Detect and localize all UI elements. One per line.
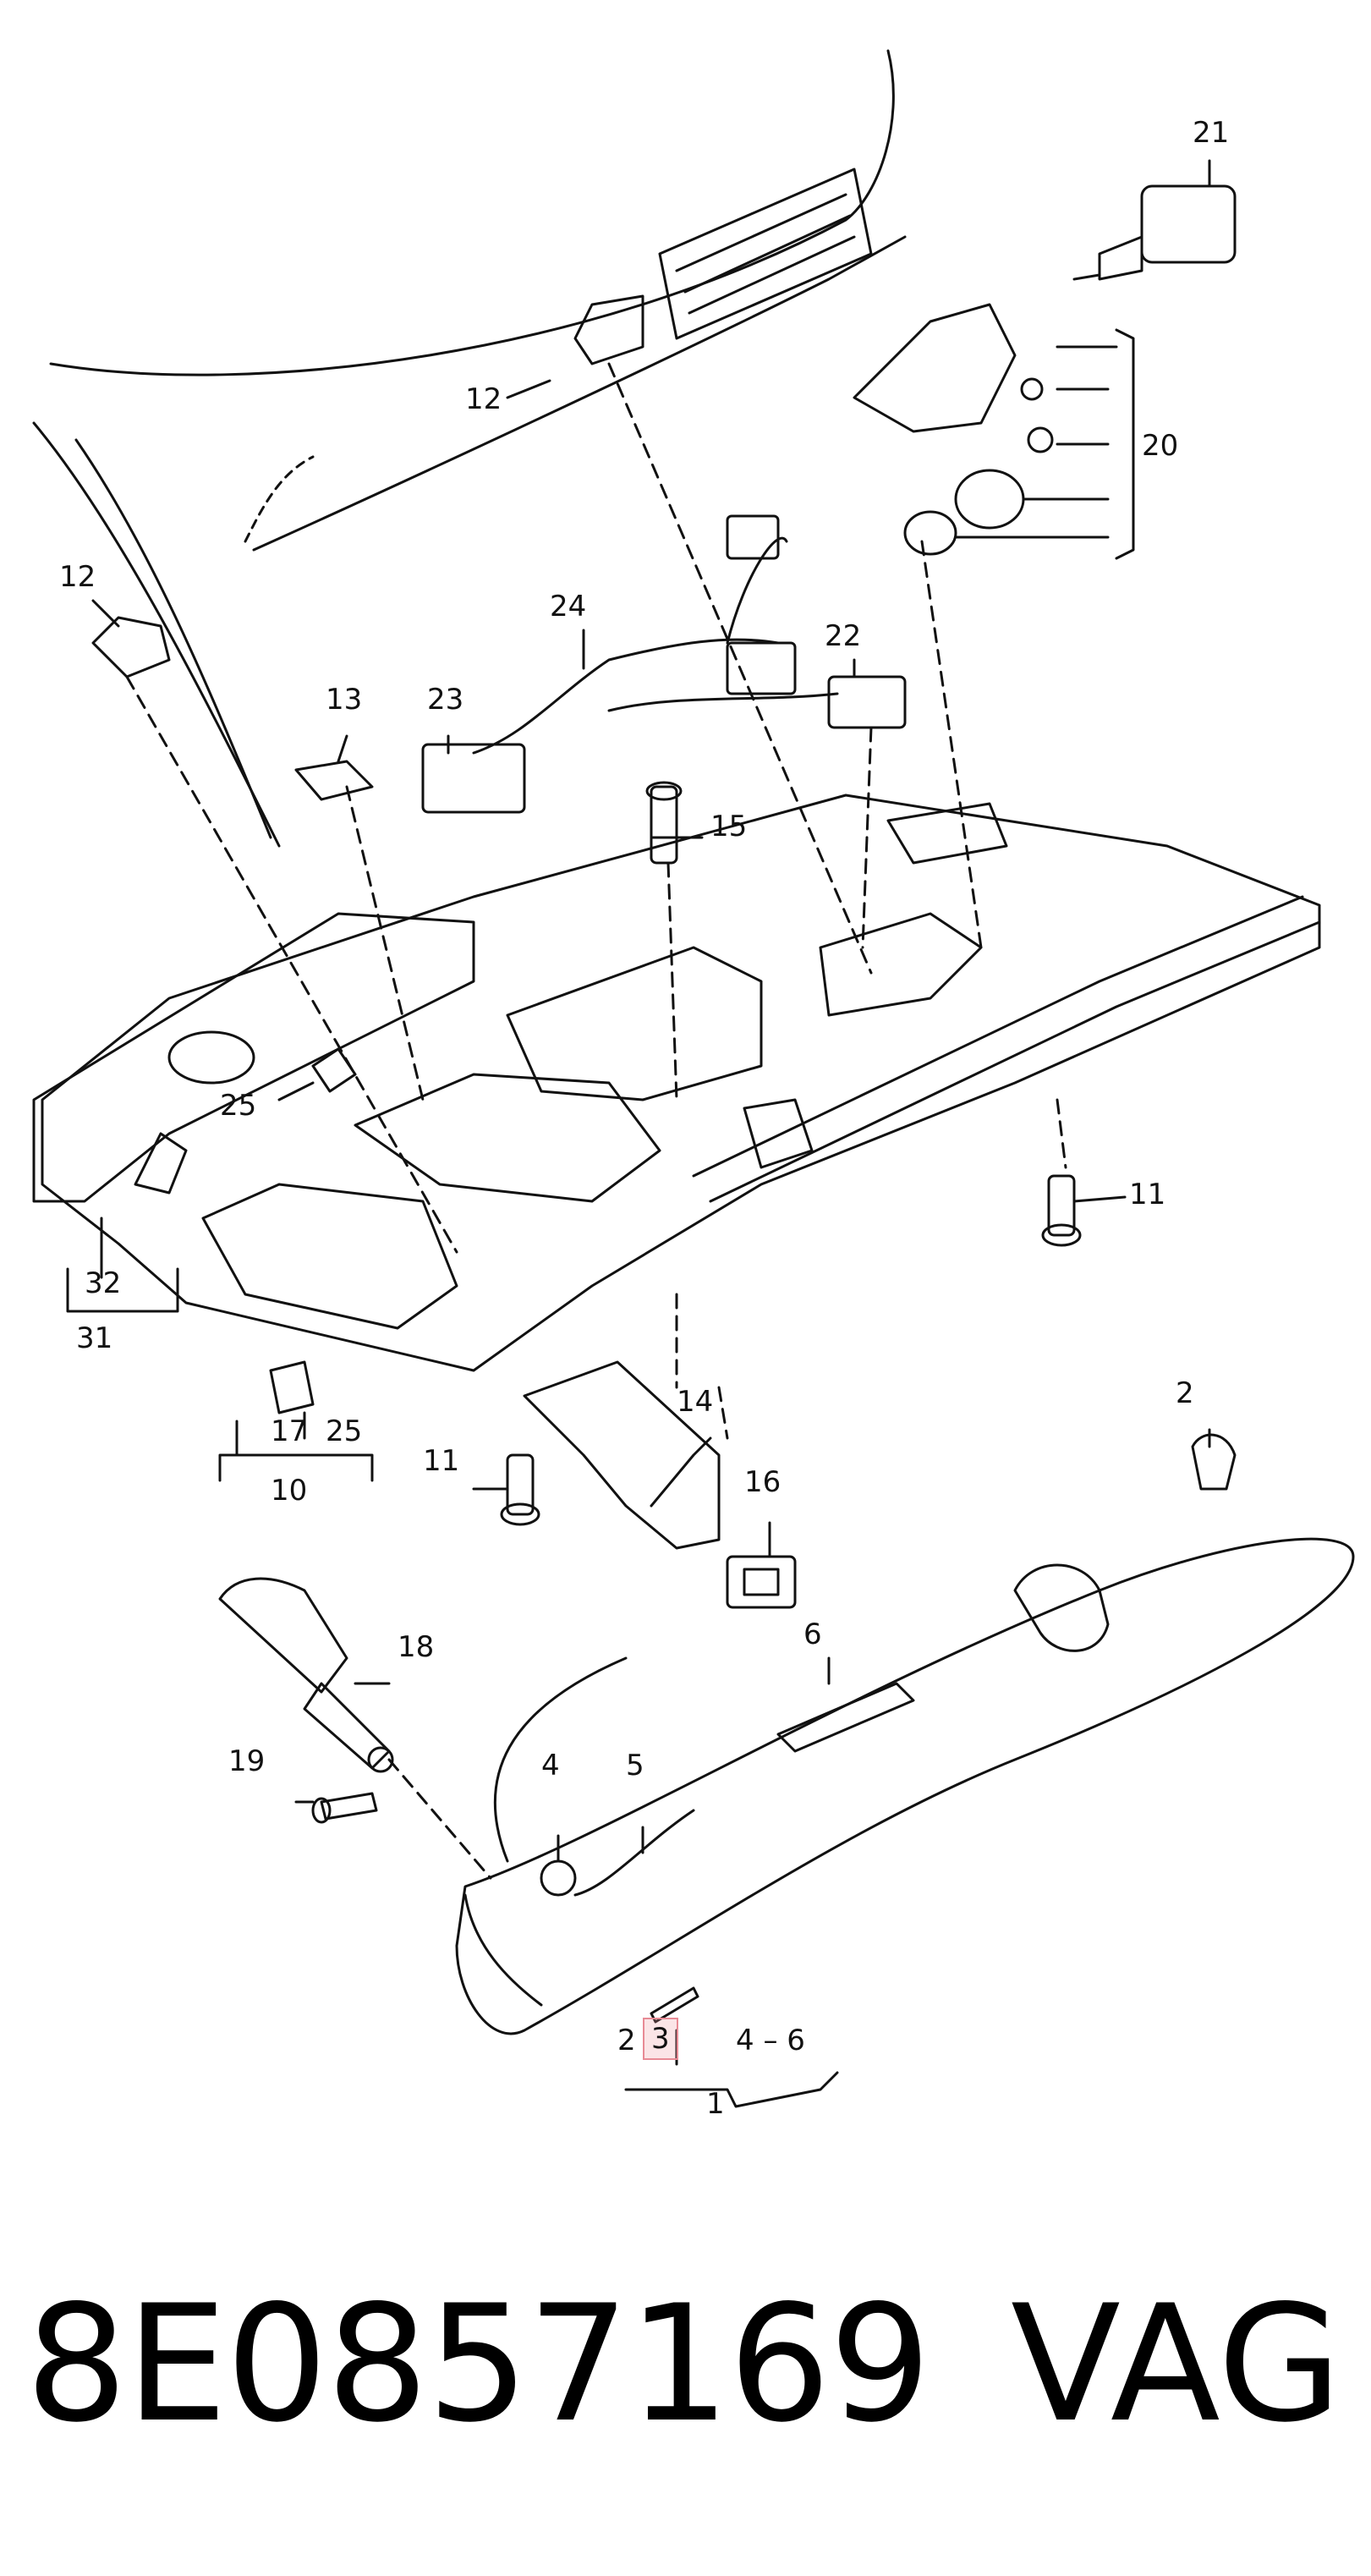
callout-31: 31 [76,1321,113,1355]
screw-11b [500,1453,540,1526]
callout-4-6: 4 – 6 [736,2024,805,2057]
pin-3 [650,1986,699,2024]
part-17 [269,1360,315,1414]
callout-12a: 12 [465,382,502,416]
callout-17: 17 [271,1414,308,1448]
connector-23 [421,743,526,814]
callout-16: 16 [744,1465,781,1499]
callout-4: 4 [541,1749,560,1782]
callout-6: 6 [803,1618,822,1651]
callout-12b: 12 [59,560,96,594]
bracket-14 [523,1360,721,1550]
latch-21 [1072,184,1237,281]
clip-12a [573,294,644,365]
dashboard-outline [49,49,895,376]
callout-15: 15 [710,810,748,843]
clip-12b [91,616,171,678]
callout-32: 32 [85,1266,122,1300]
leader-lines [66,159,1211,2108]
callout-24: 24 [550,590,587,623]
connector-top [726,514,780,560]
dashed-guides [125,362,1067,1880]
callout-23: 23 [427,683,464,717]
linkage-18 [218,1577,394,1773]
brand-name: VAG [1011,2271,1342,2458]
connector-22 [827,675,907,729]
callout-11b: 11 [423,1444,460,1478]
cable-5 [493,1656,695,1897]
dashboard-curve [32,421,281,848]
part-4 [540,1859,577,1897]
callout-25b: 25 [326,1414,363,1448]
callout-25a: 25 [220,1089,257,1123]
callout-14: 14 [677,1385,714,1419]
glovebox-lid-1 [455,1537,1355,2035]
parts-diagram [32,49,1355,2108]
clip-25 [311,1047,357,1093]
callout-19: 19 [228,1744,266,1778]
callout-22: 22 [825,619,862,653]
screw-15 [645,781,683,865]
side-trim-31 [32,912,475,1203]
part-6 [776,1682,915,1753]
wiring-24 [472,536,839,755]
glovebox-housing-10 [41,794,1321,1372]
part-number: 8E0857169 [25,2271,931,2458]
callout-2b: 2 [617,2024,636,2057]
callout-3-highlighted: 3 [643,2018,678,2060]
callout-11a: 11 [1129,1178,1166,1211]
part-2 [1191,1433,1237,1491]
callout-2a: 2 [1176,1376,1194,1410]
air-vent [658,168,873,340]
callout-13: 13 [326,683,363,717]
callout-18: 18 [398,1630,435,1664]
screw-19 [311,1792,378,1824]
callout-1: 1 [706,2087,725,2121]
lock-mechanism-20 [853,303,1135,560]
part-16 [726,1555,797,1609]
callout-20: 20 [1142,429,1179,463]
screw-11a [1041,1174,1082,1247]
part-13 [294,760,374,801]
callout-10: 10 [271,1474,308,1508]
callout-21: 21 [1193,116,1230,150]
callout-5: 5 [626,1749,644,1782]
